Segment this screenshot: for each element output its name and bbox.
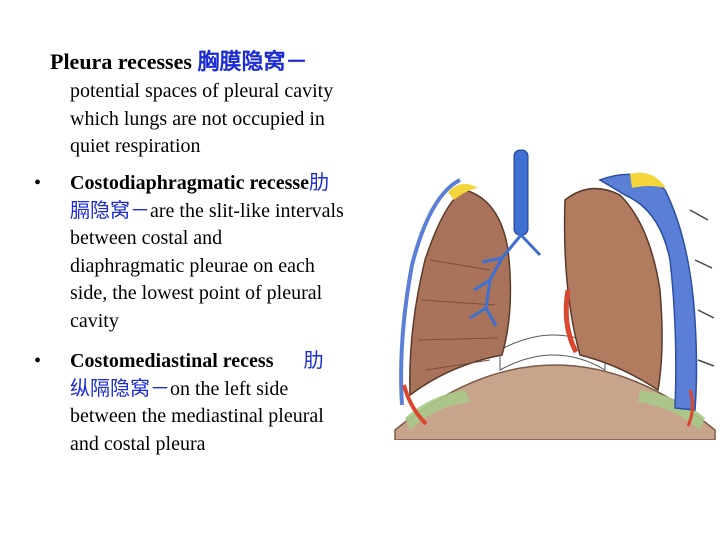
bullet-dot-icon: •: [34, 350, 42, 372]
bullet-line: between costal and: [70, 227, 223, 249]
left-apex: [448, 183, 478, 200]
left-pleura-outline: [399, 178, 461, 406]
bullet-line: side, the lowest point of pleural: [70, 282, 323, 304]
right-lung: [563, 187, 663, 392]
intro-line: which lungs are not occupied in: [70, 107, 325, 130]
bullet-line: diaphragmatic pleurae on each: [70, 254, 315, 277]
bullet-term-chinese: 肋: [309, 172, 330, 194]
left-lung: [409, 189, 512, 397]
bullet-term-chinese-cont: 纵隔隐窝－: [70, 377, 170, 400]
bullet-term-chinese-cont: 膈隐窝－: [70, 199, 150, 222]
bronchial-tree: [469, 233, 542, 327]
right-costodiaphragmatic-recess: [686, 389, 695, 427]
title-chinese: 胸膜隐窝－: [197, 49, 308, 74]
diaphragm-green-band-right: [638, 390, 705, 430]
slide-title: Pleura recesses 胸膜隐窝－: [50, 44, 307, 76]
bullet-line: cavity: [70, 309, 119, 332]
bullet-term: Costodiaphragmatic recesse: [70, 172, 310, 194]
intro-text: potential spaces of pleural cavity which…: [70, 78, 400, 161]
title-english: Pleura recesses: [50, 49, 198, 74]
bullet-text: on the left side: [170, 377, 289, 400]
intro-line: quiet respiration: [70, 135, 201, 157]
left-costodiaphragmatic-recess: [402, 384, 428, 426]
pleura-anatomy-figure: [394, 149, 716, 440]
trachea: [513, 149, 529, 236]
costomediastinal-recess: [563, 289, 579, 354]
right-pleural-cavity: [598, 173, 698, 411]
bullet-line: between the mediastinal pleural: [70, 405, 324, 427]
bullet-term: Costomediastinal recess: [70, 350, 274, 372]
bullet-line: and costal pleura: [70, 432, 206, 455]
bullet-costodiaphragmatic: • Costodiaphragmatic recesse肋 膈隐窝－are th…: [34, 170, 404, 335]
bullet-costomediastinal: • Costomediastinal recess 肋 纵隔隐窝－on the l…: [34, 348, 404, 458]
bullet-text: are the slit-like intervals: [150, 199, 344, 222]
bullet-dot-icon: •: [34, 172, 42, 194]
bullet-term-chinese: 肋: [303, 350, 324, 372]
right-apex: [630, 172, 666, 188]
intro-line: potential spaces of pleural cavity: [70, 80, 334, 102]
